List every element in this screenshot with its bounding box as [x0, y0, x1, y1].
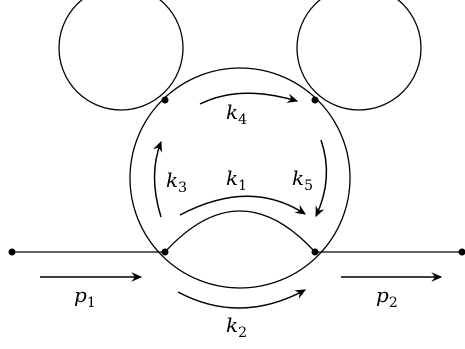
main-loop-circle: [129, 67, 351, 289]
vertex-bottom-right: [311, 248, 319, 256]
right-ear-loop: [296, 0, 422, 111]
arrow-k3: [153, 140, 162, 218]
left-ear-loop: [58, 0, 184, 111]
label-k3: k3: [166, 168, 187, 196]
label-k4: k4: [226, 100, 247, 128]
label-p2: p2: [376, 283, 398, 311]
label-k1: k1: [226, 166, 247, 194]
arrow-k1: [179, 195, 307, 216]
inner-propagator-arc: [164, 210, 316, 253]
arrow-k5: [315, 139, 328, 218]
vertex-top-left: [161, 96, 169, 104]
arrow-k4: [199, 92, 299, 105]
arrow-k2: [177, 289, 307, 309]
label-p1: p1: [74, 283, 96, 311]
vertex-top-right: [311, 96, 319, 104]
vertex-external-right: [458, 248, 465, 256]
vertex-external-left: [8, 248, 16, 256]
label-k2: k2: [226, 313, 247, 341]
label-k5: k5: [292, 166, 313, 194]
vertex-bottom-left: [161, 248, 169, 256]
